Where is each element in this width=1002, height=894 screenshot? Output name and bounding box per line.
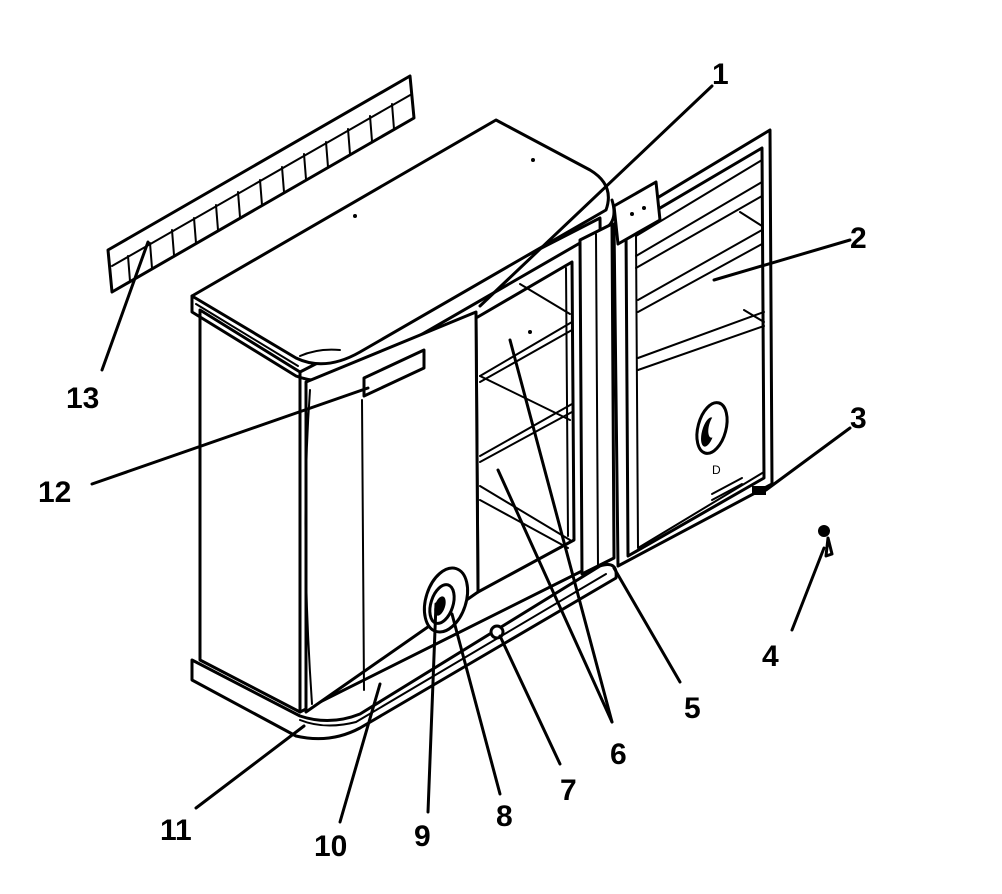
callout-9: 9 xyxy=(414,820,431,853)
hinge-strip xyxy=(578,222,616,576)
leader-11 xyxy=(194,724,306,810)
leader-13 xyxy=(100,240,150,372)
callout-8: 8 xyxy=(496,800,513,833)
leader-4 xyxy=(790,546,826,632)
hanging-rail xyxy=(106,74,416,294)
leader-12 xyxy=(90,386,370,486)
leader-1 xyxy=(478,84,714,308)
callout-6: 6 xyxy=(610,738,627,771)
callout-11: 11 xyxy=(160,814,192,847)
callout-13: 13 xyxy=(66,382,99,415)
screw xyxy=(818,525,834,558)
leader-5 xyxy=(612,566,682,684)
callout-5: 5 xyxy=(684,692,701,725)
leader-6a xyxy=(508,338,614,724)
callout-7: 7 xyxy=(560,774,577,807)
leader-7 xyxy=(498,634,562,766)
leader-9 xyxy=(426,602,438,814)
leader-6b xyxy=(496,468,614,724)
callout-2: 2 xyxy=(850,222,867,255)
callout-4: 4 xyxy=(762,640,779,673)
svg-text:D: D xyxy=(712,463,721,477)
callout-12: 12 xyxy=(38,476,71,509)
right-door: D xyxy=(612,128,774,568)
leader-10 xyxy=(338,682,382,824)
callout-labels: 1 2 3 4 5 6 7 8 9 10 11 12 13 xyxy=(38,58,867,863)
callout-10: 10 xyxy=(314,830,347,863)
callout-1: 1 xyxy=(712,58,729,91)
callout-3: 3 xyxy=(850,402,867,435)
leader-8 xyxy=(450,612,502,796)
leader-lines xyxy=(90,84,852,824)
leader-2 xyxy=(712,238,852,282)
door-latch xyxy=(752,486,766,495)
leader-3 xyxy=(764,426,852,492)
